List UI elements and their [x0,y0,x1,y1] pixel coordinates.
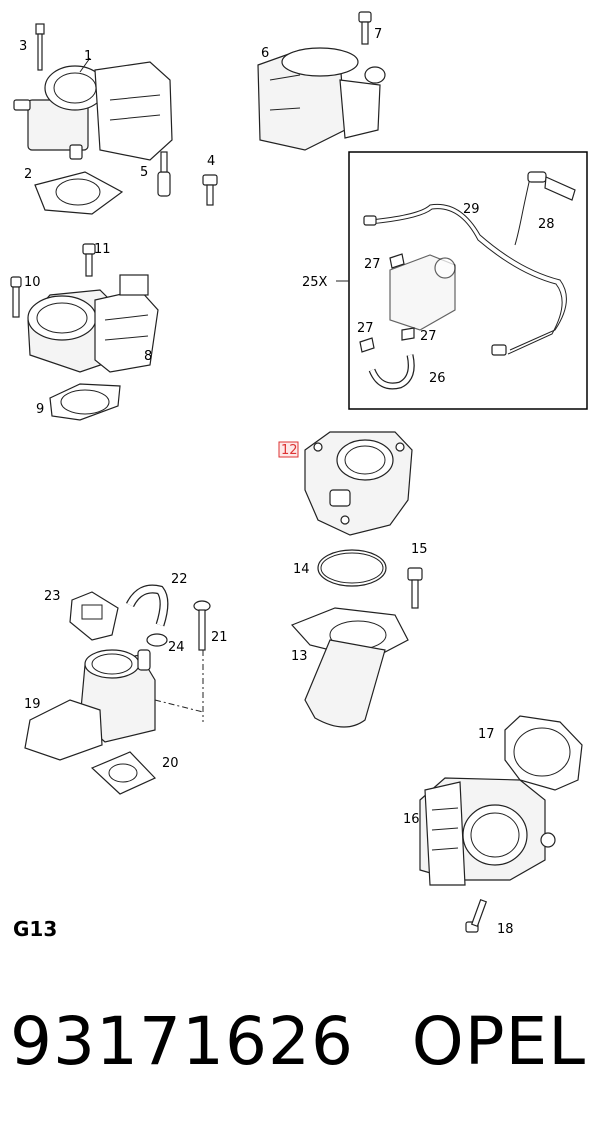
callout-4: 4 [207,154,215,169]
callout-12: 12 [281,443,298,458]
screw-4 [202,174,218,206]
callout-25x: 25X [302,275,328,290]
hose-22 [125,584,169,627]
bolt-18 [465,898,488,933]
inset-box-25x [336,151,588,410]
callout-6: 6 [261,46,269,61]
callout-24: 24 [168,640,185,655]
callout-21: 21 [211,630,228,645]
callout-10: 10 [24,275,41,290]
callout-27-b: 27 [357,321,374,336]
part-number: 93171626 [10,1003,354,1080]
bolt-21 [193,600,211,651]
callout-22: 22 [171,572,188,587]
gasket-17 [504,715,583,791]
callout-16: 16 [403,812,420,827]
screw-7 [358,11,372,45]
bolt-10 [10,276,22,318]
callout-27-c: 27 [420,329,437,344]
callout-8: 8 [144,349,152,364]
callout-2: 2 [24,167,32,182]
throttle-body-12 [304,431,413,536]
throttle-body-1 [13,57,173,161]
callout-14: 14 [293,562,310,577]
brand-name: OPEL [411,1003,586,1080]
callout-13: 13 [291,649,308,664]
highlight-box-12 [278,441,299,458]
throttle-body-16 [419,777,556,886]
adapter-13 [290,607,409,728]
callout-1: 1 [84,49,92,64]
throttle-body-6 [257,47,386,151]
bolt-3 [35,23,45,71]
callout-20: 20 [162,756,179,771]
gasket-9 [49,383,121,421]
callout-5: 5 [140,165,148,180]
callout-9: 9 [36,402,44,417]
group-label: G13 [13,917,57,941]
callout-29: 29 [463,202,480,217]
callout-19: 19 [24,697,41,712]
callout-15: 15 [411,542,428,557]
o-ring-14 [317,549,387,587]
throttle-body-8 [27,274,159,373]
callout-3: 3 [19,39,27,54]
screw-11 [82,243,96,277]
callout-11: 11 [94,242,111,257]
callout-7: 7 [374,27,382,42]
gasket-20 [90,751,157,795]
clamp-24 [146,633,168,647]
callout-27-a: 27 [364,257,381,272]
bolt-15 [407,567,423,609]
callout-26: 26 [429,371,446,386]
sensor-5 [157,151,171,197]
connector-23 [69,591,119,641]
callout-18: 18 [497,922,514,937]
throttle-body-19 [24,649,204,761]
callout-17: 17 [478,727,495,742]
callout-23: 23 [44,589,61,604]
callout-28: 28 [538,217,555,232]
gasket-2 [34,171,124,215]
